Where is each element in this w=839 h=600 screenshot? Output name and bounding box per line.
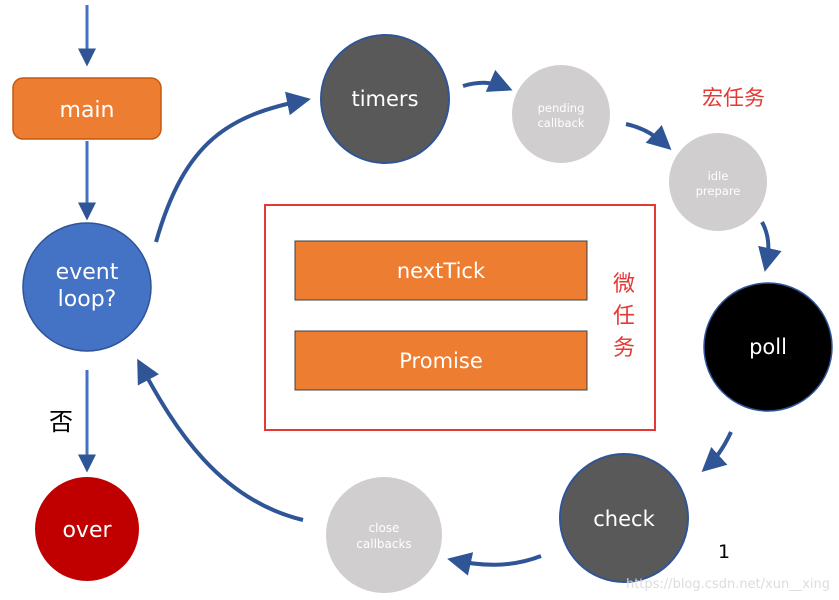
- close-callbacks-node: [326, 477, 442, 593]
- event-loop-label-line1: event: [56, 260, 119, 285]
- poll-node: [703, 282, 833, 412]
- over-node: [35, 477, 139, 581]
- pending-callback-node: [512, 65, 610, 163]
- microtask-label-char-2: 任: [613, 304, 635, 329]
- macrotask-label: 宏任务: [702, 86, 765, 110]
- idle-prepare-label-line2: prepare: [696, 184, 741, 198]
- microtask-box-promise: [294, 330, 588, 391]
- arrow-close-to-event-loop: [137, 358, 304, 522]
- arrow-pending-to-idle: [625, 122, 672, 151]
- pending-callback-label-line1: pending: [538, 101, 585, 115]
- poll-label: poll: [749, 335, 787, 359]
- arrow-check-to-close: [447, 552, 542, 576]
- event-loop-label-line2: loop?: [58, 287, 117, 312]
- main-label: main: [60, 98, 115, 123]
- close-callbacks-label-line1: close: [369, 521, 400, 535]
- arrow-timers-to-pending: [462, 69, 513, 92]
- page-number: 1: [718, 541, 730, 563]
- timers-node: [320, 34, 450, 164]
- check-node: [559, 453, 689, 583]
- arrow-event-loop-to-timers: [154, 91, 311, 243]
- idle-prepare-node: [669, 133, 767, 231]
- timers-label: timers: [351, 87, 418, 111]
- watermark-text: https://blog.csdn.net/xun__xing: [626, 577, 830, 592]
- microtask-frame: [264, 204, 656, 431]
- event-loop-node: [22, 222, 152, 352]
- check-label: check: [593, 507, 655, 531]
- no-label: 否: [49, 408, 73, 436]
- arrow-idle-to-poll: [758, 221, 782, 272]
- main-box: [12, 77, 162, 140]
- microtask-nexttick-label: nextTick: [397, 259, 486, 283]
- idle-prepare-label-line1: idle: [708, 169, 729, 183]
- microtask-promise-label: Promise: [399, 349, 482, 373]
- arrow-poll-to-check: [701, 431, 733, 473]
- over-label: over: [62, 518, 112, 543]
- close-callbacks-label-line2: callbacks: [356, 537, 411, 551]
- microtask-box-nexttick: [294, 240, 588, 301]
- pending-callback-label-line2: callback: [537, 116, 584, 130]
- microtask-label-char-1: 微: [613, 272, 635, 297]
- microtask-label-char-3: 务: [613, 336, 635, 361]
